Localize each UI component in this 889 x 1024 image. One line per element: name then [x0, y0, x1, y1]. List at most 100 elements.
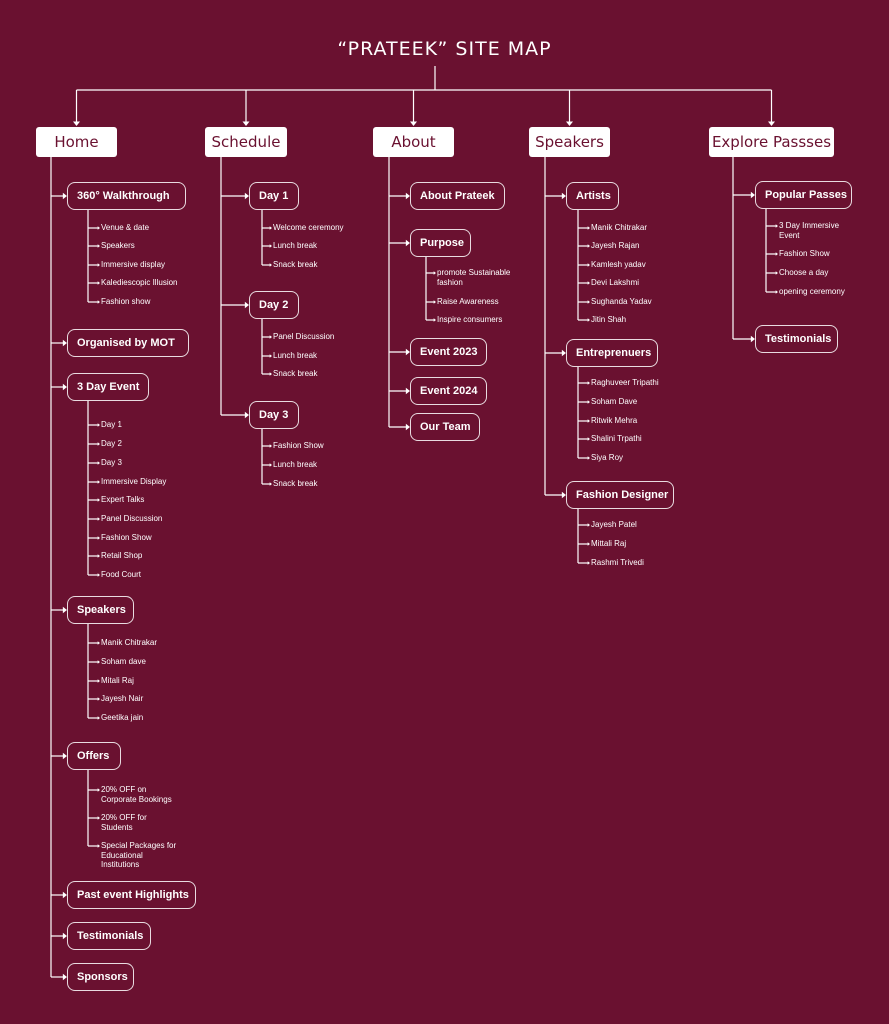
leaf-branch-arrow — [97, 461, 100, 465]
child-branch-arrow — [561, 349, 566, 357]
leaf-item[interactable]: Choose a day — [779, 268, 829, 277]
top-node-3[interactable]: Speakers — [529, 127, 610, 157]
leaf-item[interactable]: Special Packages for Educational Institu… — [101, 841, 177, 869]
leaf-item[interactable]: Shalini Trpathi — [591, 434, 642, 443]
child-branch-arrow — [62, 339, 67, 347]
leaf-item[interactable]: Lunch break — [273, 241, 318, 250]
leaf-item[interactable]: Venue & date — [101, 223, 150, 232]
child-node[interactable]: Day 2 — [249, 291, 299, 319]
child-node[interactable]: Popular Passes — [755, 181, 852, 209]
leaf-branch-arrow — [775, 271, 778, 275]
child-branch-arrow — [62, 891, 67, 899]
leaf-item[interactable]: Manik Chitrakar — [591, 223, 648, 232]
leaf-item[interactable]: Soham dave — [101, 657, 146, 666]
child-node[interactable]: Testimonials — [755, 325, 838, 353]
leaf-item[interactable]: Sughanda Yadav — [591, 297, 652, 306]
child-node[interactable]: Day 3 — [249, 401, 299, 429]
leaf-item[interactable]: Devi Lakshmi — [591, 278, 640, 287]
child-node[interactable]: Our Team — [410, 413, 480, 441]
leaf-item[interactable]: Manik Chitrakar — [101, 638, 158, 647]
top-node-1[interactable]: Schedule — [205, 127, 287, 157]
leaf-item[interactable]: Jitin Shah — [591, 315, 627, 324]
child-branch-arrow — [62, 383, 67, 391]
top-node-4[interactable]: Explore Passses — [709, 127, 834, 157]
leaf-branch-arrow — [433, 300, 436, 304]
leaf-item[interactable]: Inspire consumers — [437, 315, 503, 324]
leaf-item[interactable]: Speakers — [101, 241, 135, 250]
leaf-branch-arrow — [269, 263, 272, 267]
leaf-item[interactable]: Day 1 — [101, 420, 122, 429]
leaf-item[interactable]: Expert Talks — [101, 495, 145, 504]
child-node[interactable]: Sponsors — [67, 963, 134, 991]
leaf-item[interactable]: 3 Day Immersive Event — [779, 221, 840, 240]
leaf-item[interactable]: Ritwik Mehra — [591, 416, 638, 425]
child-node[interactable]: Testimonials — [67, 922, 151, 950]
leaf-item[interactable]: Mittali Raj — [591, 539, 627, 548]
leaf-item[interactable]: Panel Discussion — [273, 332, 335, 341]
child-node[interactable]: Purpose — [410, 229, 471, 257]
child-node[interactable]: Organised by MOT — [67, 329, 189, 357]
child-node[interactable]: Fashion Designer — [566, 481, 674, 509]
leaf-branch-arrow — [97, 641, 100, 645]
leaf-branch-arrow — [97, 226, 100, 230]
leaf-item[interactable]: Kamlesh yadav — [591, 260, 646, 269]
leaf-item[interactable]: Panel Discussion — [101, 514, 163, 523]
leaf-item[interactable]: Jayesh Nair — [101, 694, 144, 703]
leaf-item[interactable]: Day 3 — [101, 458, 122, 467]
leaf-item[interactable]: Snack break — [273, 260, 318, 269]
child-branch-arrow — [405, 387, 410, 395]
leaf-item[interactable]: Jayesh Patel — [591, 520, 637, 529]
leaf-item[interactable]: Fashion show — [101, 297, 151, 306]
leaf-branch-arrow — [587, 561, 590, 565]
leaf-branch-arrow — [775, 252, 778, 256]
leaf-item[interactable]: promote Sustainable fashion — [437, 268, 511, 287]
leaf-item[interactable]: Raghuveer Tripathi — [591, 378, 659, 387]
leaf-branch-arrow — [587, 244, 590, 248]
leaf-item[interactable]: Mitali Raj — [101, 676, 134, 685]
child-node[interactable]: Past event Highlights — [67, 881, 196, 909]
leaf-item[interactable]: Fashion Show — [101, 533, 152, 542]
leaf-branch-arrow — [97, 788, 100, 792]
child-node[interactable]: Artists — [566, 182, 619, 210]
leaf-item[interactable]: Geetika jain — [101, 713, 144, 722]
child-node[interactable]: Offers — [67, 742, 121, 770]
leaf-item[interactable]: Jayesh Rajan — [591, 241, 640, 250]
child-node[interactable]: Event 2023 — [410, 338, 487, 366]
leaf-branch-arrow — [269, 354, 272, 358]
child-node[interactable]: 3 Day Event — [67, 373, 149, 401]
leaf-item[interactable]: Rashmi Trivedi — [591, 558, 644, 567]
top-node-2[interactable]: About — [373, 127, 454, 157]
child-node[interactable]: Event 2024 — [410, 377, 487, 405]
leaf-item[interactable]: Snack break — [273, 479, 318, 488]
leaf-item[interactable]: Lunch break — [273, 351, 318, 360]
leaf-item[interactable]: Soham Dave — [591, 397, 638, 406]
leaf-item[interactable]: Food Court — [101, 570, 142, 579]
leaf-item[interactable]: opening ceremony — [779, 287, 845, 296]
leaf-item[interactable]: Retail Shop — [101, 551, 143, 560]
leaf-item[interactable]: Immersive display — [101, 260, 166, 269]
leaf-item[interactable]: Raise Awareness — [437, 297, 499, 306]
leaf-item[interactable]: Snack break — [273, 369, 318, 378]
child-node[interactable]: About Prateek — [410, 182, 505, 210]
top-node-0[interactable]: Home — [36, 127, 117, 157]
leaf-branch-arrow — [97, 716, 100, 720]
leaf-branch-arrow — [97, 536, 100, 540]
leaf-item[interactable]: 20% OFF for Students — [101, 813, 147, 832]
child-node[interactable]: Speakers — [67, 596, 134, 624]
leaf-branch-arrow — [269, 482, 272, 486]
child-branch-arrow — [244, 411, 249, 419]
leaf-item[interactable]: Day 2 — [101, 439, 122, 448]
child-node[interactable]: Day 1 — [249, 182, 299, 210]
leaf-item[interactable]: Fashion Show — [779, 249, 830, 258]
leaf-item[interactable]: Welcome ceremony — [273, 223, 344, 232]
leaf-branch-arrow — [97, 423, 100, 427]
child-node[interactable]: 360° Walkthrough — [67, 182, 186, 210]
leaf-item[interactable]: Kalediescopic Illusion — [101, 278, 178, 287]
leaf-item[interactable]: 20% OFF on Corporate Bookings — [101, 785, 172, 804]
leaf-item[interactable]: Lunch break — [273, 460, 318, 469]
leaf-item[interactable]: Siya Roy — [591, 453, 624, 462]
leaf-item[interactable]: Fashion Show — [273, 441, 324, 450]
leaf-item[interactable]: Immersive Display — [101, 477, 167, 486]
child-node[interactable]: Entreprenuers — [566, 339, 658, 367]
